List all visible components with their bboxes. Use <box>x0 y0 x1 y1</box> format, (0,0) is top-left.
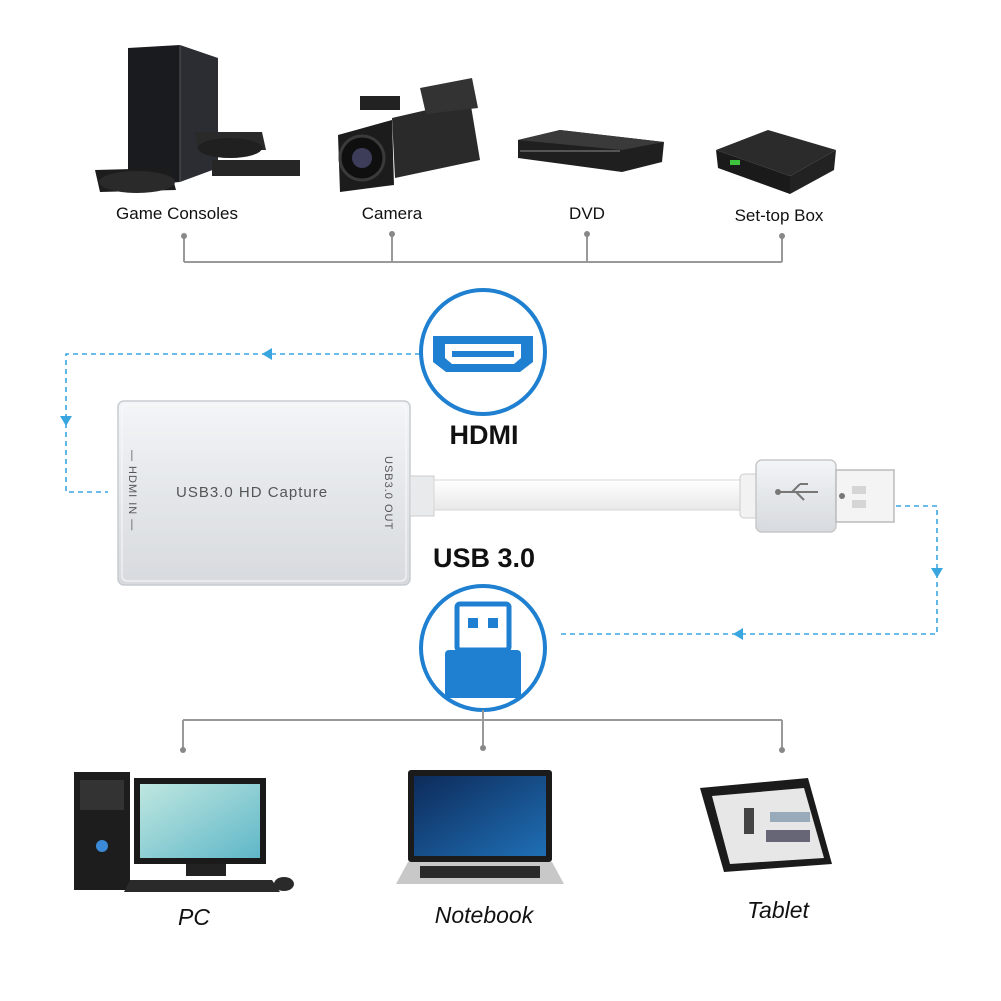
device-main-label: USB3.0 HD Capture <box>176 484 329 501</box>
usb-trident-icon <box>780 483 818 501</box>
device-usb-out-label: USB3.0 OUT <box>382 456 394 531</box>
game-console-icon <box>95 45 300 193</box>
label-pc: PC <box>178 904 210 930</box>
capture-device <box>117 400 411 586</box>
usb-connector-icon <box>419 584 547 712</box>
bracket-dots <box>181 231 785 239</box>
label-game-consoles: Game Consoles <box>116 204 238 223</box>
hdmi-connector-icon <box>419 288 547 416</box>
set-top-box-icon <box>716 130 836 194</box>
label-tablet: Tablet <box>747 897 809 923</box>
output-connector-bracket <box>182 710 783 750</box>
camera-icon <box>338 78 480 192</box>
device-hdmi-in-label: — HDMI IN — <box>126 450 138 532</box>
source-connector-bracket <box>183 234 783 263</box>
label-camera: Camera <box>361 204 423 223</box>
tablet-icon <box>700 778 832 872</box>
flow-arrows <box>60 348 943 640</box>
notebook-icon <box>396 770 564 884</box>
dvd-player-icon <box>518 130 664 172</box>
output-bracket-dots <box>180 745 785 753</box>
label-dvd: DVD <box>569 204 605 223</box>
label-set-top-box: Set-top Box <box>734 206 824 225</box>
pc-icon <box>74 772 294 892</box>
label-usb-3: USB 3.0 <box>432 543 536 573</box>
label-notebook: Notebook <box>434 902 534 928</box>
label-hdmi: HDMI <box>449 420 519 450</box>
usb-cable <box>409 459 895 533</box>
